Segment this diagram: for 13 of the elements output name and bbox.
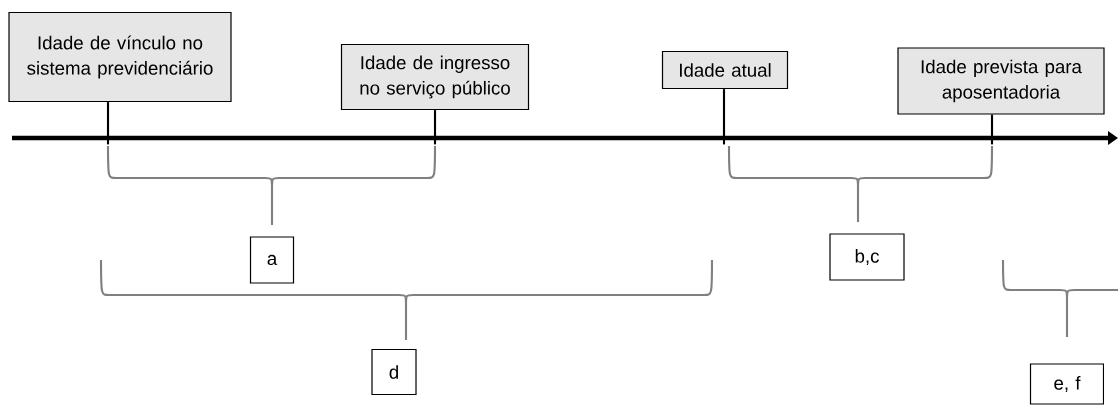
tick-line [990, 114, 994, 145]
info-box: Idade de ingresso no serviço público [340, 43, 530, 111]
tick-line [722, 89, 726, 145]
letter-box: a [249, 236, 295, 284]
info-box: Idade prevista para aposentadoria [897, 47, 1105, 115]
tick-line [433, 110, 437, 145]
letter-box: d [371, 348, 417, 396]
letter-box: e, f [1029, 363, 1105, 405]
letter-box: b,c [829, 233, 905, 281]
tick-line [106, 102, 110, 145]
timeline-axis [12, 131, 1118, 145]
info-box: Idade atual [661, 50, 789, 90]
info-box: Idade de vínculo no sistema previdenciário [8, 11, 232, 103]
